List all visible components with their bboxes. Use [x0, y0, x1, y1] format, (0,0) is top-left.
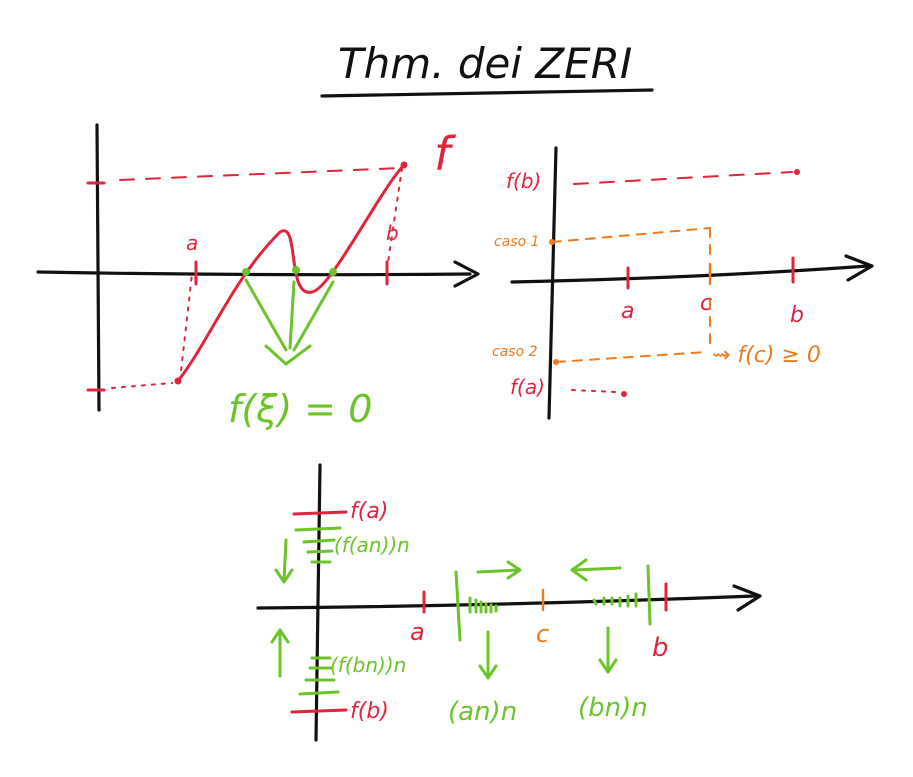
p3-b-label: b	[652, 633, 669, 663]
p3-left-arrow	[570, 558, 622, 582]
p3-x-axis	[256, 594, 757, 610]
p2-x-axis-arrow	[844, 254, 874, 282]
p2-a-label: a	[621, 299, 634, 324]
p1-point-fb	[400, 161, 408, 169]
title-group: Thm. dei ZERI	[320, 39, 654, 98]
p3-fb-tick	[290, 708, 348, 714]
p3-fbn-tick-4	[298, 690, 340, 696]
p3-fan-down-arrow	[274, 538, 294, 584]
p1-zero-point-2	[292, 266, 300, 274]
title-text: Thm. dei ZERI	[338, 39, 632, 88]
p3-fan-label: (f(an))n	[334, 533, 410, 557]
p1-function-label: f	[434, 127, 456, 181]
p3-bn-label: (bn)n	[578, 693, 648, 723]
p2-caso2-point	[553, 359, 559, 365]
title-underline	[320, 88, 654, 98]
p1-zero-arrow-1	[244, 278, 288, 352]
p3-fb-label: f(b)	[350, 699, 389, 724]
p1-zero-arrowhead	[264, 344, 312, 366]
p2-caso2-label: caso 2	[492, 344, 538, 360]
p1-zero-arrow-3	[292, 280, 335, 352]
p1-x-axis	[36, 270, 472, 277]
p3-bn-down-arrow	[598, 626, 618, 674]
p3-bn-bracket	[646, 564, 652, 626]
p1-zero-arrow-2	[288, 280, 296, 350]
p1-fa-guide-line	[111, 382, 173, 389]
p1-zero-point-1	[242, 268, 250, 276]
p2-y-axis	[547, 146, 558, 420]
p3-an-down-arrow	[478, 630, 498, 680]
p3-x-axis-arrow	[732, 584, 762, 612]
p3-fa-label: f(a)	[350, 499, 388, 524]
p2-c-label: c	[700, 291, 712, 316]
p3-fan-tick-1	[294, 526, 342, 532]
p2-fa-label: f(a)	[510, 375, 545, 399]
p3-bn-ticks	[592, 592, 638, 608]
p2-point-fa	[621, 391, 627, 397]
p3-fa-tick	[292, 510, 348, 516]
p3-an-ticks	[468, 596, 498, 614]
panel-bisection: f(a) (f(an))n (f(bn))n f(b) a c b (an)n …	[256, 463, 762, 742]
p2-fb-guide-line	[573, 171, 793, 185]
p1-zero-point-3	[329, 268, 337, 276]
p2-b-label: b	[790, 303, 804, 328]
p2-caso1-point	[549, 239, 555, 245]
p3-y-axis	[314, 463, 322, 742]
p1-b-drop-line	[385, 167, 403, 277]
p1-y-axis	[95, 123, 101, 412]
p3-right-arrow	[476, 560, 522, 580]
p3-a-label: a	[410, 618, 425, 646]
p3-fbn-up-arrow	[270, 628, 290, 678]
p3-an-label: (an)n	[448, 697, 517, 727]
p1-zero-equation: f(ξ) = 0	[228, 387, 372, 431]
panel-sign-cases: f(b) f(a) a c b caso 1 caso 2 ⇝ f(c) ≥ 0	[492, 146, 874, 420]
p2-conclusion: ⇝ f(c) ≥ 0	[712, 343, 821, 368]
p3-fan-tick-2	[302, 538, 336, 544]
p2-point-fb	[794, 169, 800, 175]
p1-function-curve	[176, 163, 406, 383]
p3-an-bracket	[454, 570, 462, 642]
p2-caso1-guide-line	[551, 227, 711, 243]
p3-fbn-label: (f(bn))n	[330, 653, 406, 677]
p2-fb-label: f(b)	[506, 169, 541, 193]
p1-b-label: b	[386, 221, 399, 245]
p2-caso1-label: caso 1	[494, 234, 540, 250]
p2-caso2-guide-line	[555, 351, 707, 363]
p2-x-axis	[510, 264, 870, 284]
p1-point-fa	[174, 377, 182, 385]
p1-a-label: a	[186, 231, 198, 255]
p1-fb-guide-line	[119, 167, 401, 181]
p2-fa-guide-line	[571, 389, 617, 393]
p3-c-label: c	[536, 620, 549, 648]
p1-a-drop-line	[179, 273, 193, 381]
p3-fan-tick-3	[306, 549, 334, 554]
panel-intermediate-function: a b f f(ξ) = 0	[36, 123, 480, 431]
p1-x-axis-arrow	[453, 260, 480, 288]
